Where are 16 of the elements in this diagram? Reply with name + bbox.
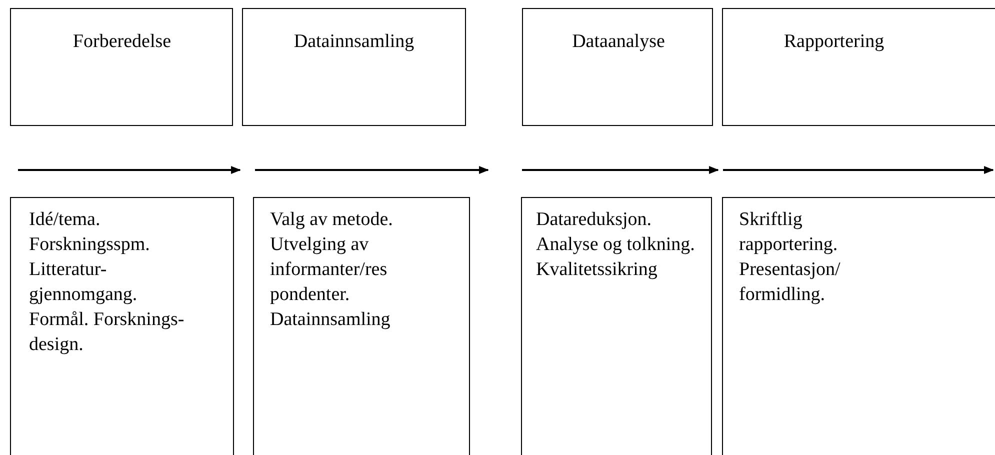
task-box (722, 197, 995, 455)
task-list: Skriftlig rapportering. Presentasjon/ formidling. (739, 207, 879, 307)
phase-title: Forberedelse (72, 31, 172, 52)
phase-title: Datainnsamling (294, 31, 414, 52)
phase-box (722, 8, 995, 126)
task-box (10, 197, 234, 455)
phase-title: Dataanalyse (572, 31, 665, 52)
task-box (521, 197, 712, 455)
phase-box (242, 8, 466, 126)
task-list: Datareduksjon. Analyse og tolkning. Kvalitetssikring (536, 207, 708, 282)
task-box (253, 197, 470, 455)
phase-title: Rapportering (784, 31, 884, 52)
task-list: Idé/tema. Forskningsspm. Litteratur- gjennomgang. Formål. Forsknings- design. (29, 207, 197, 357)
task-list: Valg av metode. Utvelging av informanter/res pondenter. Datainnsamling (270, 207, 420, 332)
phase-box (522, 8, 713, 126)
phase-box (10, 8, 233, 126)
